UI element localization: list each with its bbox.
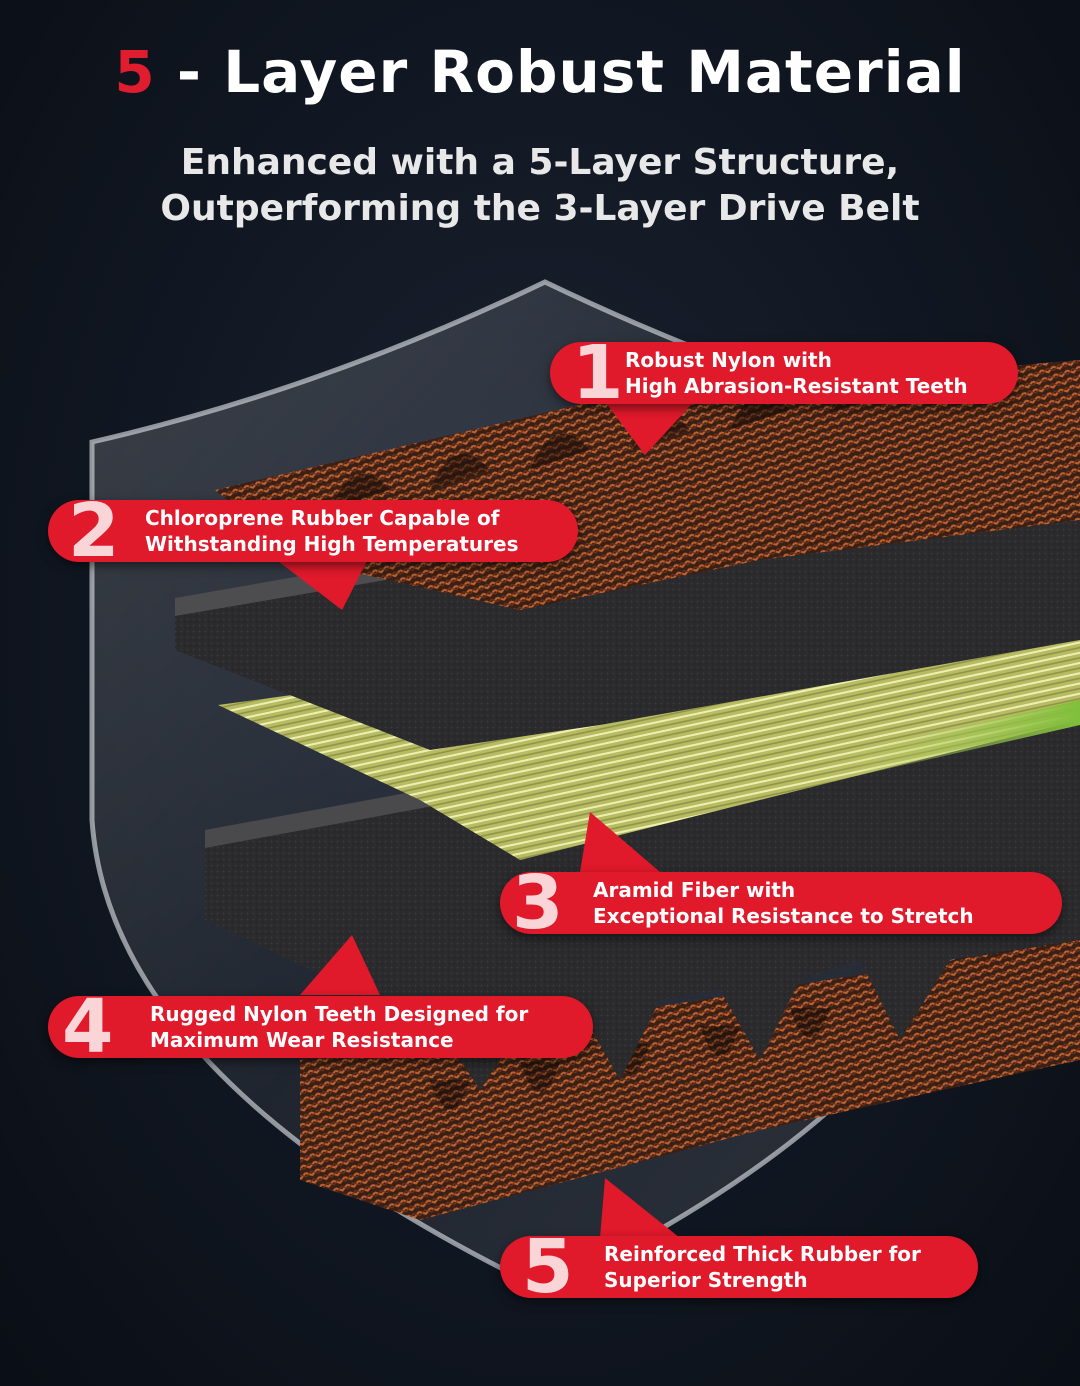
page-title: 5 - Layer Robust Material xyxy=(0,38,1080,106)
callout-text: Aramid Fiber with Exceptional Resistance… xyxy=(593,877,974,929)
callout-text: Chloroprene Rubber Capable of Withstandi… xyxy=(145,505,518,557)
callout-layer-5: 5 Reinforced Thick Rubber for Superior S… xyxy=(500,1224,978,1310)
subtitle-line-1: Enhanced with a 5-Layer Structure, xyxy=(180,142,900,183)
callout-line-2: Superior Strength xyxy=(604,1268,808,1292)
callout-line-1: Aramid Fiber with xyxy=(593,878,796,902)
callout-layer-4: 4 Rugged Nylon Teeth Designed for Maximu… xyxy=(48,984,593,1070)
callout-line-1: Rugged Nylon Teeth Designed for xyxy=(150,1002,529,1026)
callout-3-pointer xyxy=(580,812,660,872)
callout-4-pointer xyxy=(300,935,380,995)
callout-line-1: Chloroprene Rubber Capable of xyxy=(145,506,500,530)
title-text: - Layer Robust Material xyxy=(155,38,966,106)
callout-text: Reinforced Thick Rubber for Superior Str… xyxy=(604,1241,921,1293)
callout-line-2: Maximum Wear Resistance xyxy=(150,1028,454,1052)
callout-2-pointer xyxy=(270,555,370,610)
callout-number: 3 xyxy=(512,860,564,946)
callout-layer-3: 3 Aramid Fiber with Exceptional Resistan… xyxy=(500,860,1062,946)
title-accent-number: 5 xyxy=(114,38,156,106)
callout-number: 4 xyxy=(62,984,114,1070)
subtitle: Enhanced with a 5-Layer Structure, Outpe… xyxy=(0,140,1080,232)
callout-number: 1 xyxy=(572,330,624,416)
callout-text: Robust Nylon with High Abrasion-Resistan… xyxy=(625,347,968,399)
callout-line-2: Withstanding High Temperatures xyxy=(145,532,519,556)
callout-layer-1: 1 Robust Nylon with High Abrasion-Resist… xyxy=(550,330,1018,416)
callout-line-2: High Abrasion-Resistant Teeth xyxy=(625,374,968,398)
subtitle-line-2: Outperforming the 3-Layer Drive Belt xyxy=(160,188,920,229)
callout-layer-2: 2 Chloroprene Rubber Capable of Withstan… xyxy=(48,488,578,574)
callout-line-1: Robust Nylon with xyxy=(625,348,832,372)
callout-number: 5 xyxy=(522,1224,574,1310)
callout-5-pointer xyxy=(600,1178,680,1238)
callout-number: 2 xyxy=(68,488,120,574)
callout-line-1: Reinforced Thick Rubber for xyxy=(604,1242,921,1266)
callout-text: Rugged Nylon Teeth Designed for Maximum … xyxy=(150,1001,528,1053)
callout-line-2: Exceptional Resistance to Stretch xyxy=(593,904,974,928)
callout-1-pointer xyxy=(600,395,700,455)
